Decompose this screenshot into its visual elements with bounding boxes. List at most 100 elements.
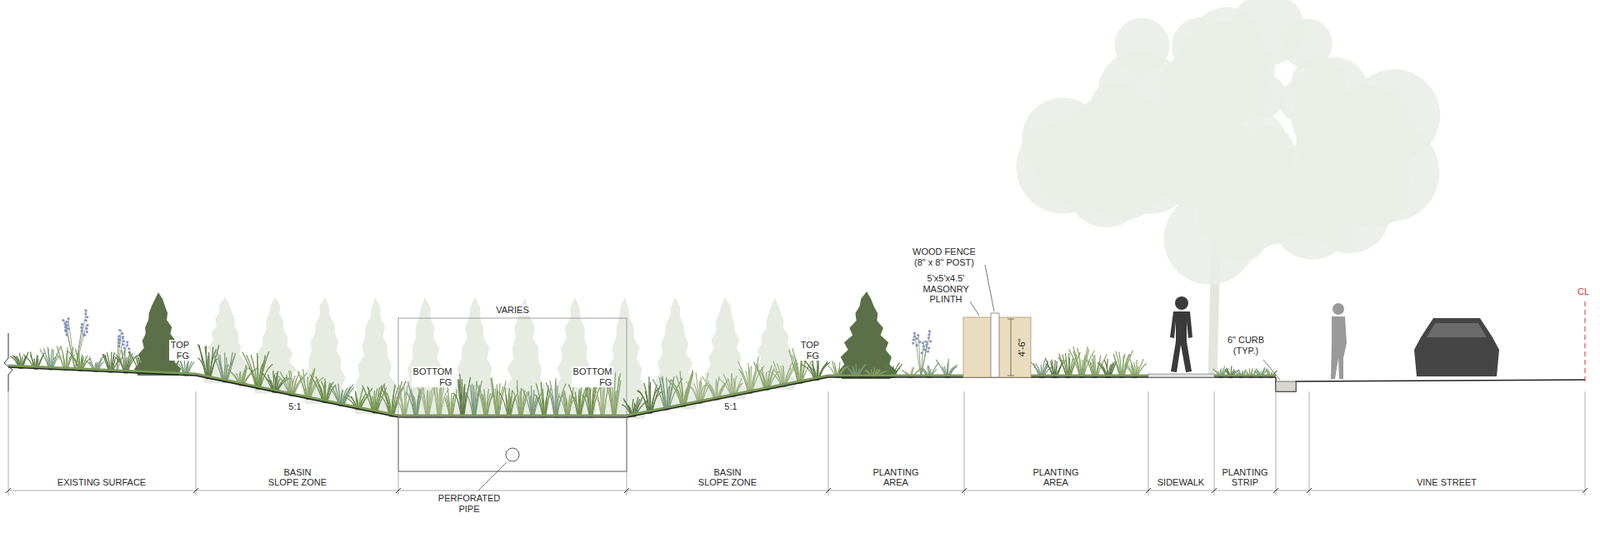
grass-blade: [661, 377, 667, 410]
perforated-pipe: [505, 448, 520, 462]
grass-blade: [250, 355, 258, 390]
grass-blade: [1068, 353, 1070, 379]
grass-blade: [723, 374, 732, 398]
fence-post: [990, 313, 1000, 378]
flower-bud: [913, 331, 916, 335]
ghost-shrub: [550, 297, 598, 420]
flower-bud: [117, 335, 120, 338]
tree-canopy: [1114, 18, 1170, 74]
dimension-slash: [193, 488, 199, 494]
tree-canopy: [1231, 0, 1305, 66]
ghost-shrub: [201, 297, 248, 384]
flower-bud: [916, 334, 920, 337]
grass-blade: [612, 385, 615, 419]
grass-blade: [791, 355, 800, 385]
flower-bud: [65, 330, 68, 333]
grass-blade: [670, 379, 682, 407]
tree-canopy: [1323, 86, 1414, 177]
grass-blade: [557, 384, 566, 419]
flower-bud: [85, 327, 89, 330]
grass-blade: [773, 361, 782, 388]
grass-blade: [472, 384, 475, 419]
grade-label: TOP FG: [799, 340, 821, 361]
grass-blade: [411, 390, 416, 419]
pedestrian-head: [1175, 296, 1189, 310]
dimension-tick: [8, 391, 10, 496]
grass-blade: [490, 377, 497, 419]
zone-label: EXISTING SURFACE: [55, 477, 148, 489]
dimension-slash: [1306, 488, 1312, 494]
grass-blade: [522, 389, 532, 419]
dimension-tick: [964, 391, 965, 496]
planting: [10, 291, 1278, 419]
flower-bud: [80, 330, 84, 333]
cyclist-head: [1332, 303, 1345, 315]
ghost-shrub: [700, 297, 749, 400]
grade-label: BOTTOM FG: [411, 366, 455, 388]
grass-blade: [750, 356, 759, 395]
grass-blade: [400, 388, 405, 419]
flower-bud: [121, 335, 125, 339]
dimension-slash: [1145, 488, 1151, 494]
dimension-label: VARIES: [494, 305, 531, 316]
grass-blade: [464, 377, 471, 419]
street-tree: [1015, 0, 1440, 378]
tree-canopy: [1310, 173, 1390, 254]
grass-blade: [564, 390, 567, 419]
plinth-dimension: [1010, 319, 1012, 376]
grade-label: BOTTOM FG: [571, 366, 615, 388]
dimension-tick: [1309, 391, 1310, 496]
dimension-tick: [1585, 391, 1586, 496]
dimension-tick: [626, 471, 628, 496]
tree-canopy: [1171, 17, 1230, 75]
grass-blade: [260, 355, 266, 390]
tree-canopy: [1081, 137, 1165, 220]
flower-bud: [915, 337, 919, 340]
cyclist-silhouette: [1330, 316, 1347, 380]
grass-blade: [615, 380, 621, 419]
flower-bud: [82, 333, 85, 336]
dimension-slash: [624, 488, 630, 494]
ground-line: [8, 367, 1276, 418]
grass-blade: [589, 383, 591, 419]
ghost-shrub: [651, 297, 699, 410]
dimension-tick: [195, 391, 197, 496]
ghost-shrub: [752, 297, 798, 390]
flower-stem: [65, 320, 75, 371]
curb: [1275, 381, 1296, 392]
dimension-slash: [5, 488, 11, 494]
grass-blade: [1115, 350, 1122, 379]
leader-line: [985, 265, 995, 312]
leader-label: WOOD FENCE (8" x 8" POST): [904, 246, 985, 268]
flower-bud: [924, 340, 927, 343]
tree-canopy: [1180, 118, 1258, 195]
zone-label: SIDEWALK: [1155, 477, 1206, 489]
leader-label: PERFORATED PIPE: [436, 493, 502, 515]
flower-bud: [926, 350, 930, 353]
grass-blade: [205, 346, 209, 380]
dimension-slash: [1582, 488, 1588, 494]
leader-line: [478, 462, 507, 491]
grass-blade: [260, 364, 273, 390]
leader-label: 6" CURB (TYP.): [1220, 335, 1272, 356]
flower-bud: [125, 340, 129, 344]
flower-stem: [116, 330, 122, 372]
grass-blade: [542, 388, 545, 419]
flower-bud: [80, 323, 84, 326]
flower-bud: [125, 344, 129, 347]
grass-blade: [644, 383, 650, 415]
grass-blade: [649, 385, 651, 414]
car-window: [1426, 323, 1487, 338]
grass-blade: [665, 377, 667, 411]
zone-label: PLANTING STRIP: [1220, 467, 1270, 489]
flower-bud: [67, 317, 70, 320]
grass-blade: [496, 385, 499, 419]
grass-blade: [505, 387, 509, 419]
grass-blade: [417, 387, 427, 419]
grass-blade: [460, 374, 463, 419]
flower-bud: [85, 330, 89, 334]
grass-blade: [257, 353, 259, 390]
flower-bud: [929, 340, 932, 343]
grass-blade: [563, 390, 568, 419]
